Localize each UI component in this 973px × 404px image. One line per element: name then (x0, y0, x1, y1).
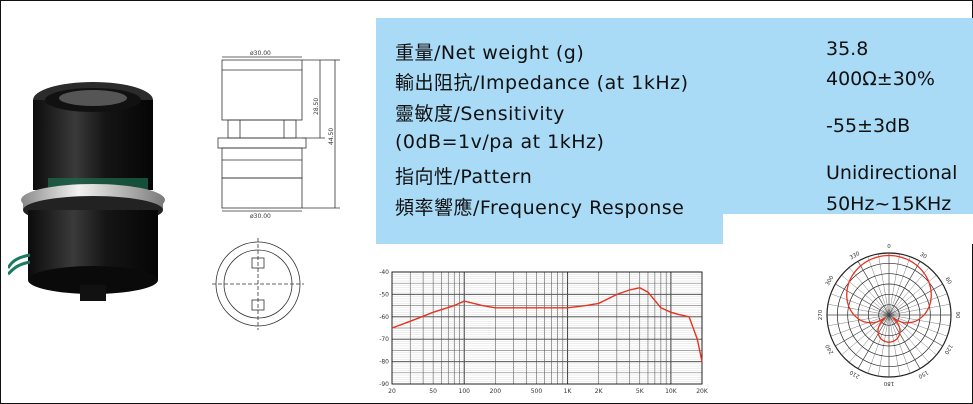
polar-angle-label: 180 (883, 380, 894, 386)
polar-spoke (857, 261, 890, 316)
polar-spoke (878, 314, 890, 377)
x-tick-label: 200 (490, 388, 502, 395)
spec-value-sensitivity: -55±3dB (826, 115, 911, 137)
spec-label-frequency: 頻率響應/Frequency Response (395, 197, 685, 219)
polar-spoke (888, 314, 921, 369)
polar-angle-label: 0 (887, 244, 891, 250)
plot-frame (391, 271, 703, 385)
polar-spoke (867, 314, 890, 374)
dim-bottom-label: ø30.00 (250, 213, 271, 220)
spec-label-weight: 重量/Net weight (g) (395, 42, 585, 64)
polar-angle-label: 90 (954, 312, 960, 319)
polar-spoke (888, 314, 900, 377)
polar-spoke (830, 314, 890, 337)
polar-spoke (857, 314, 890, 369)
polar-spoke (888, 256, 911, 316)
dim-height2-label: 44.50 (328, 128, 335, 145)
polar-angle-label: 210 (849, 368, 862, 379)
polar-angle-label: 120 (942, 343, 953, 356)
spec-label-pattern: 指向性/Pattern (395, 166, 533, 188)
polar-angle-label: 150 (917, 369, 930, 380)
y-tick-label: -70 (379, 336, 389, 343)
polar-spoke (849, 314, 890, 363)
polar-spoke (849, 267, 890, 316)
polar-spoke (888, 314, 951, 326)
y-tick-label: -40 (379, 269, 389, 276)
dim-height1-label: 28.50 (313, 98, 320, 115)
polar-pattern-chart: 0 30 60 90 120 150 180 210 240 270 300 330 (818, 244, 960, 386)
polar-angle-label: 330 (849, 251, 862, 262)
y-tick-label: -50 (379, 291, 389, 298)
spec-value-weight: 35.8 (826, 38, 869, 60)
polar-spoke (878, 253, 890, 316)
polar-spoke (827, 314, 890, 326)
dimension-drawing: ø30.00 ø30.00 28.50 44.50 (217, 50, 340, 220)
bottom-view-drawing (212, 238, 304, 330)
polar-spoke (888, 253, 900, 316)
x-tick-label: 10K (665, 388, 678, 395)
spec-value-frequency: 50Hz~15KHz (826, 193, 952, 215)
x-tick-label: 20 (388, 388, 396, 395)
polar-spoke (867, 256, 890, 316)
dim-top-label: ø30.00 (250, 50, 271, 57)
polar-spoke (888, 293, 948, 316)
polar-pattern-curve (846, 254, 932, 343)
polar-angle-label: 240 (825, 343, 836, 356)
polar-spoke (830, 293, 890, 316)
x-tick-label: 100 (459, 388, 471, 395)
spec-value-impedance: 400Ω±30% (826, 68, 935, 90)
polar-angle-label: 270 (818, 309, 824, 320)
polar-angle-label: 300 (825, 275, 836, 288)
x-tick-label: 500 (531, 388, 543, 395)
x-tick-label: 20K (696, 388, 709, 395)
spec-label-sensitivity-ref: (0dB=1v/pa at 1kHz) (395, 131, 605, 153)
polar-angle-label: 30 (918, 252, 927, 261)
frequency-response-curve (391, 286, 703, 362)
polar-spoke (888, 267, 929, 316)
spec-label-sensitivity: 靈敏度/Sensitivity (395, 103, 565, 125)
spec-panel (376, 18, 973, 244)
polar-spoke (888, 283, 943, 316)
polar-spoke (827, 304, 890, 316)
y-tick-label: -90 (379, 381, 389, 388)
polar-spoke (888, 314, 929, 363)
x-tick-label: 1K (564, 388, 573, 395)
polar-spoke (888, 314, 911, 374)
polar-angle-label: 60 (944, 276, 953, 285)
polar-spoke (835, 283, 890, 316)
x-tick-label: 50 (429, 388, 437, 395)
polar-spoke (888, 261, 921, 316)
x-tick-label: 5K (636, 388, 645, 395)
spec-label-impedance: 輸出阻抗/Impedance (at 1kHz) (395, 72, 689, 94)
x-tick-label: 2K (595, 388, 604, 395)
spec-value-pattern: Unidirectional (826, 162, 958, 184)
polar-spoke (888, 304, 951, 316)
y-tick-label: -60 (379, 314, 389, 321)
polar-spoke (888, 314, 948, 337)
y-tick-label: -80 (379, 359, 389, 366)
microphone-capsule-photo (8, 82, 165, 301)
